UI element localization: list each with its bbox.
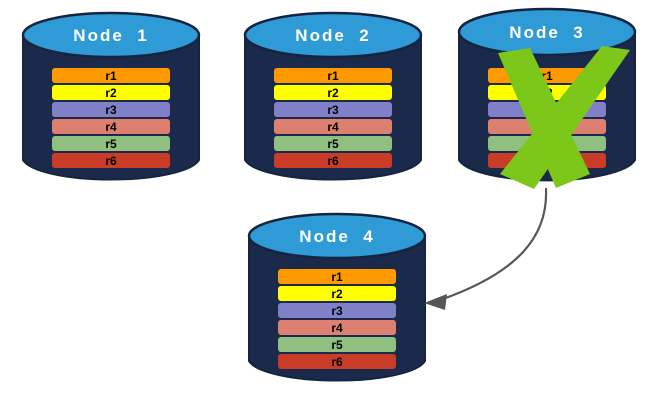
node-cylinder-node-1[interactable]: Node 1 r1 r2 r3 r4 r5 r6 [21, 11, 201, 183]
row-item-r6[interactable]: r6 [488, 153, 606, 168]
row-item-r4[interactable]: r4 [278, 320, 396, 335]
node-cylinder-node-4[interactable]: Node 4 r1 r2 r3 r4 r5 r6 [247, 212, 427, 384]
row-item-r6[interactable]: r6 [278, 354, 396, 369]
row-item-r5[interactable]: r5 [274, 136, 392, 151]
row-item-r4[interactable]: r4 [274, 119, 392, 134]
row-item-r1[interactable]: r1 [274, 68, 392, 83]
arrowhead-icon [424, 294, 447, 310]
row-item-r1[interactable]: r1 [278, 269, 396, 284]
row-item-r5[interactable]: r5 [278, 337, 396, 352]
row-item-r5[interactable]: r5 [488, 136, 606, 151]
row-item-r2[interactable]: r2 [274, 85, 392, 100]
row-item-r6[interactable]: r6 [274, 153, 392, 168]
row-item-r3[interactable]: r3 [278, 303, 396, 318]
row-item-r6[interactable]: r6 [52, 153, 170, 168]
node-cylinder-node-3[interactable]: Node 3 r1 r2 r3 r4 r5 r6 [457, 7, 637, 189]
row-item-r1[interactable]: r1 [488, 68, 606, 83]
row-item-r3[interactable]: r3 [52, 102, 170, 117]
row-item-r4[interactable]: r4 [488, 119, 606, 134]
row-item-r4[interactable]: r4 [52, 119, 170, 134]
row-item-r5[interactable]: r5 [52, 136, 170, 151]
row-item-r2[interactable]: r2 [488, 85, 606, 100]
row-item-r2[interactable]: r2 [278, 286, 396, 301]
row-item-r2[interactable]: r2 [52, 85, 170, 100]
row-item-r1[interactable]: r1 [52, 68, 170, 83]
row-item-r3[interactable]: r3 [274, 102, 392, 117]
row-item-r3[interactable]: r3 [488, 102, 606, 117]
node-cylinder-node-2[interactable]: Node 2 r1 r2 r3 r4 r5 r6 [243, 11, 423, 183]
